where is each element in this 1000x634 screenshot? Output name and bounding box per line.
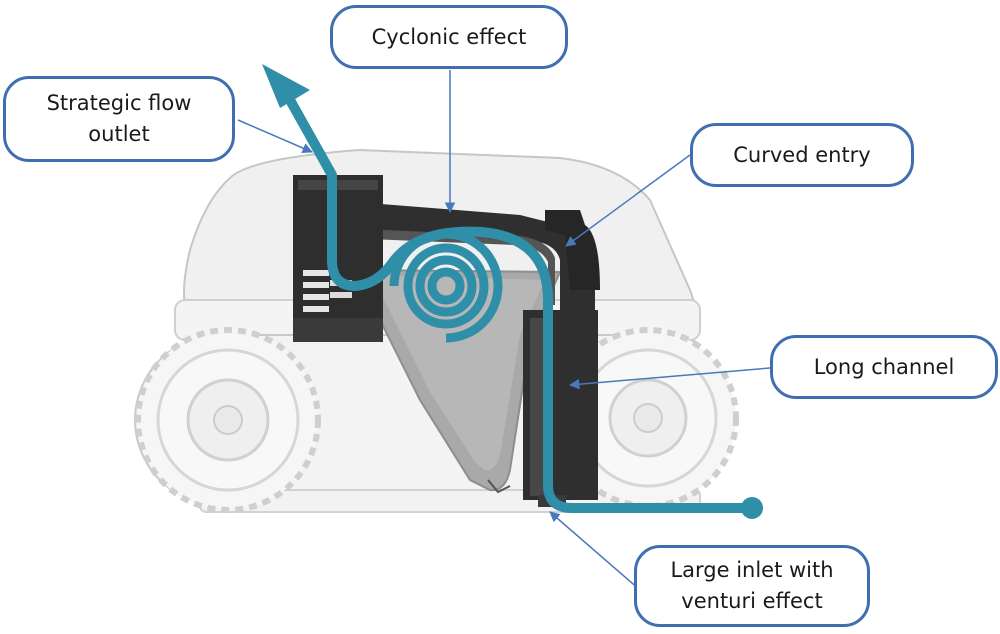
callout-long-channel: Long channel: [770, 335, 998, 399]
callout-strategic-flow-outlet: Strategic flow outlet: [3, 76, 235, 162]
leader-lines: [237, 70, 771, 591]
callout-large-inlet: Large inlet with venturi effect: [634, 545, 870, 627]
leader-curved: [565, 154, 691, 247]
cyclone-spiral: [403, 243, 489, 329]
flow-arrowhead: [262, 64, 310, 108]
water-flow: [262, 64, 763, 519]
internal-cutaway: [293, 175, 600, 507]
leader-outlet: [237, 119, 313, 154]
callout-cyclonic-effect: Cyclonic effect: [330, 5, 568, 69]
left-wheel: [135, 327, 321, 513]
leader-long: [568, 367, 771, 390]
leader-inlet: [549, 511, 641, 591]
flow-start-dot: [741, 497, 763, 519]
callout-curved-entry: Curved entry: [690, 123, 914, 187]
